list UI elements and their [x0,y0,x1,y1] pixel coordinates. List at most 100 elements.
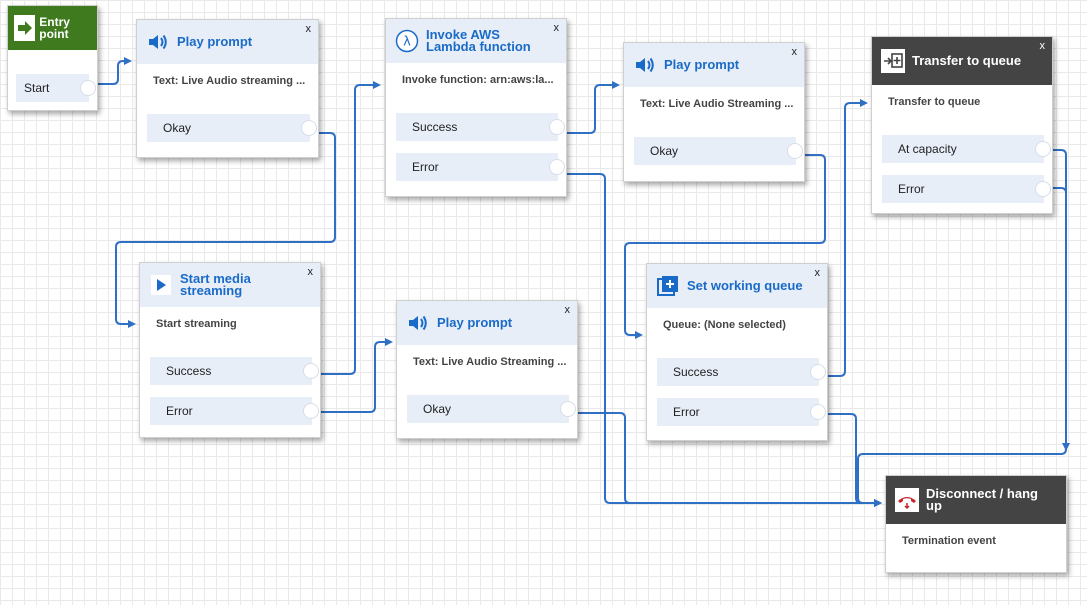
block-title: Set working queue [687,278,803,293]
close-icon[interactable]: x [305,23,312,35]
svg-text:λ: λ [403,35,411,50]
output-connector[interactable] [303,403,319,419]
branch-okay: Okay [634,137,803,165]
branch-label: Success [166,364,212,378]
speaker-icon [632,52,658,78]
block-transfer-to-queue[interactable]: Transfer to queue x Transfer to queue At… [871,36,1053,214]
wire-xfer-capacity-to-disc [857,149,1067,507]
block-header: Transfer to queue x [872,37,1052,85]
close-icon[interactable]: x [1039,40,1046,52]
wire-media-error-to-play3 [318,338,393,413]
block-title: Disconnect / hang up [926,486,1038,513]
output-connector[interactable] [1035,181,1051,197]
block-header: Set working queue x [647,264,827,308]
output-connector[interactable] [1035,141,1051,157]
block-description: Text: Live Audio streaming ... [153,75,306,87]
branch-success: Success [150,357,319,385]
close-icon[interactable]: x [564,304,571,316]
block-header: Play prompt x [624,43,804,87]
block-description: Queue: (None selected) [663,319,786,331]
play-icon [148,272,174,298]
wire-media-success-to-lambda [318,81,381,375]
branch-success: Success [657,358,826,386]
branch-label: Okay [650,144,679,158]
block-title: Play prompt [177,34,253,49]
entry-point-title: Entry point [39,15,70,41]
wire-lambda-error-to-disc [564,173,882,507]
arrow-right-icon [14,15,36,41]
block-play-prompt-3[interactable]: Play prompt x Text: Live Audio Streaming… [396,300,578,439]
block-description: Text: Live Audio Streaming ... [640,98,794,110]
output-connector[interactable] [301,120,317,136]
wire-play1-to-media [115,132,336,328]
branch-okay: Okay [147,114,317,142]
block-play-prompt-1[interactable]: Play prompt x Text: Live Audio streaming… [136,19,319,158]
block-header: Play prompt x [137,20,318,64]
output-connector[interactable] [560,401,576,417]
output-connector[interactable] [549,159,565,175]
block-title: Invoke AWS Lambda function [426,27,531,54]
branch-label: Success [673,365,719,379]
branch-label: At capacity [898,142,957,156]
block-header: Start media streaming x [140,263,320,307]
block-description: Text: Live Audio Streaming ... [413,356,567,368]
block-title: Play prompt [437,315,513,330]
close-icon[interactable]: x [553,22,560,34]
block-header: λ Invoke AWS Lambda function x [386,19,566,63]
branch-label: Success [412,120,458,134]
branch-error: Error [882,175,1051,203]
branch-label: Okay [163,121,192,135]
block-header: Disconnect / hang up [886,476,1066,524]
speaker-icon [405,310,431,336]
block-description: Start streaming [156,318,237,330]
branch-okay: Okay [407,395,576,423]
output-connector[interactable] [80,80,96,96]
block-description: Termination event [902,535,996,547]
wire-setq-success-to-xfer [826,99,868,377]
wire-play3-to-disc [577,412,882,507]
output-connector[interactable] [549,119,565,135]
branch-label: Error [166,404,193,418]
branch-start: Start [16,74,96,102]
branch-label: Okay [423,402,452,416]
branch-label: Error [412,160,439,174]
hang-up-icon [894,487,920,513]
branch-error: Error [657,398,826,426]
transfer-queue-icon [880,48,906,74]
block-play-prompt-2[interactable]: Play prompt x Text: Live Audio Streaming… [623,42,805,182]
branch-at-capacity: At capacity [882,135,1051,163]
output-connector[interactable] [303,363,319,379]
add-queue-icon [655,273,681,299]
wire-play2-to-setq [624,154,826,339]
block-title: Transfer to queue [912,53,1022,68]
output-connector[interactable] [810,404,826,420]
output-connector[interactable] [787,143,803,159]
block-set-working-queue[interactable]: Set working queue x Queue: (None selecte… [646,263,828,441]
speaker-icon [145,29,171,55]
close-icon[interactable]: x [814,267,821,279]
entry-point-header: Entry point [8,6,97,50]
close-icon[interactable]: x [791,46,798,58]
branch-label: Error [673,405,700,419]
block-title: Play prompt [664,57,740,72]
branch-label: Error [898,182,925,196]
block-invoke-lambda[interactable]: λ Invoke AWS Lambda function x Invoke fu… [385,18,567,197]
branch-error: Error [396,153,565,181]
entry-point-block[interactable]: Entry point Start [7,5,98,111]
block-disconnect[interactable]: Disconnect / hang up Termination event [885,475,1067,573]
lambda-icon: λ [394,28,420,54]
close-icon[interactable]: x [307,266,314,278]
output-connector[interactable] [810,364,826,380]
block-description: Transfer to queue [888,96,981,108]
wire-setq-error-to-disc [826,413,882,507]
branch-error: Error [150,397,319,425]
block-description: Invoke function: arn:aws:la... [402,74,554,86]
wire-start-to-play1 [96,57,132,85]
block-header: Play prompt x [397,301,577,345]
wire-xfer-error-to-disc [1052,187,1070,451]
branch-label: Start [24,81,50,95]
block-title: Start media streaming [180,271,251,298]
wire-lambda-success-to-play2 [564,81,620,134]
block-start-media-streaming[interactable]: Start media streaming x Start streaming … [139,262,321,438]
